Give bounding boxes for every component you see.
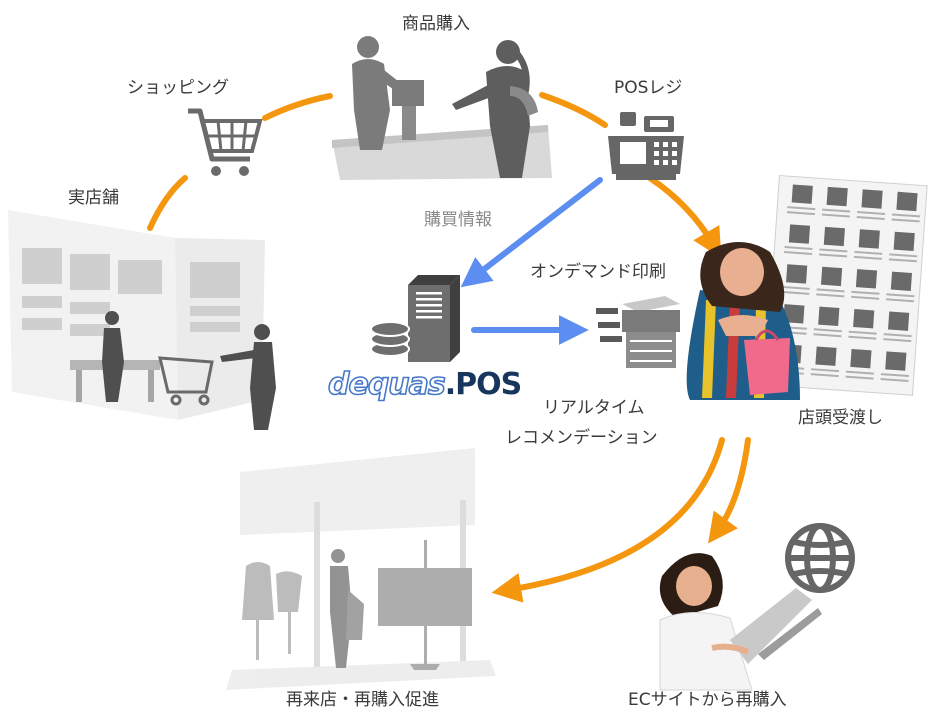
catalog-item-caption-line [781, 285, 810, 290]
arrow-to-ec [708, 437, 751, 544]
catalog-item-caption-line [883, 333, 912, 338]
catalog-item-thumb [791, 184, 813, 204]
server-icon [370, 275, 460, 362]
catalog-item-caption-line [845, 375, 874, 380]
cycle-arrows [147, 92, 751, 603]
catalog-item-thumb [890, 271, 913, 291]
arc-store-to-cart [147, 175, 188, 231]
catalog-item-caption-line [848, 335, 877, 340]
catalog-items [775, 184, 921, 383]
catalog-item-caption-line [854, 250, 883, 255]
catalog-item-thumb [823, 226, 845, 247]
catalog-item-caption-line [891, 218, 920, 223]
label-store-pickup: 店頭受渡し [798, 408, 883, 428]
catalog-item-thumb [818, 306, 840, 326]
catalog-item-caption-line [886, 293, 915, 298]
catalog-item-caption-line [851, 295, 880, 300]
dequas-pos-logo: dequas.POS [327, 366, 522, 403]
label-shopping: ショッピング [127, 78, 229, 98]
arc-checkout-to-pos [539, 92, 608, 128]
data-arrows [460, 177, 603, 345]
catalog-item-caption-line [819, 253, 848, 258]
catalog-item-thumb [788, 224, 811, 244]
catalog-item-caption-line [845, 370, 874, 375]
catalog-item-thumb [853, 309, 875, 329]
catalog-item-thumb [786, 264, 808, 284]
catalog-item-caption-line [857, 211, 886, 215]
catalog-item-caption-line [853, 255, 882, 260]
catalog-item-caption-line [810, 373, 839, 378]
catalog-item-caption-line [851, 290, 880, 295]
arrow-pos-to-customer [647, 175, 722, 259]
catalog-item-thumb [820, 266, 843, 287]
product-catalog-image [764, 174, 928, 396]
catalog-item-thumb [826, 186, 848, 207]
label-purchase-info: 購買情報 [424, 210, 492, 230]
shopping-cart-icon [188, 108, 263, 176]
catalog-item-caption-line [816, 288, 845, 293]
catalog-item-caption-line [880, 373, 909, 378]
label-on-demand-print: オンデマンド印刷 [530, 262, 666, 282]
catalog-item-caption-line [821, 213, 850, 218]
label-ec-repurchase: ECサイトから再購入 [628, 690, 787, 710]
catalog-item-thumb [888, 311, 910, 331]
catalog-item-thumb [896, 191, 918, 212]
catalog-item-caption-line [813, 328, 842, 333]
catalog-item-caption-line [819, 248, 848, 253]
catalog-item-caption-line [891, 213, 921, 218]
logo-part-pos: .POS [444, 367, 522, 402]
catalog-item-thumb [815, 346, 837, 366]
catalog-item-caption-line [786, 211, 815, 216]
catalog-item-caption-line [816, 293, 845, 298]
catalog-item-caption-line [813, 333, 842, 338]
label-pos-register: POSレジ [614, 78, 683, 98]
catalog-item-caption-line [810, 368, 840, 373]
cash-register-icon [608, 112, 684, 180]
label-purchase: 商品購入 [402, 14, 470, 34]
storefront-image [226, 448, 496, 690]
printer-icon [596, 296, 680, 368]
label-revisit: 再来店・再購入促進 [286, 690, 439, 710]
arc-cart-to-checkout [262, 93, 333, 121]
catalog-item-caption-line [889, 253, 918, 258]
catalog-item-caption-line [888, 258, 917, 263]
catalog-item-thumb [783, 304, 805, 324]
catalog-item-caption-line [880, 378, 909, 383]
label-realtime-line2: レコメンデーション [505, 428, 658, 448]
globe-icon [785, 523, 855, 593]
catalog-item-caption-line [787, 206, 816, 211]
store-interior-image [8, 210, 276, 430]
logo-part-dequas: dequas [327, 366, 446, 403]
label-physical-store: 実店舗 [68, 188, 119, 208]
catalog-item-caption-line [886, 298, 915, 303]
catalog-item-caption-line [883, 338, 912, 343]
catalog-item-caption-line [784, 246, 813, 250]
catalog-item-caption-line [822, 208, 851, 213]
catalog-item-thumb [885, 351, 907, 371]
catalog-item-caption-line [856, 216, 885, 220]
catalog-item-thumb [855, 269, 878, 289]
checkout-scene-image [332, 36, 552, 180]
label-realtime-line1: リアルタイム [543, 398, 645, 418]
catalog-item-thumb [861, 189, 883, 209]
catalog-item-thumb [858, 229, 880, 249]
catalog-item-caption-line [781, 290, 810, 295]
catalog-item-thumb [893, 231, 915, 252]
customer-with-bag-image [686, 242, 800, 400]
catalog-item-thumb [850, 348, 872, 369]
arrow-pos-to-server [460, 177, 603, 288]
catalog-item-caption-line [784, 251, 813, 255]
ec-customer-image [659, 553, 822, 691]
catalog-item-caption-line [848, 330, 877, 335]
arrow-to-revisit [491, 437, 725, 603]
